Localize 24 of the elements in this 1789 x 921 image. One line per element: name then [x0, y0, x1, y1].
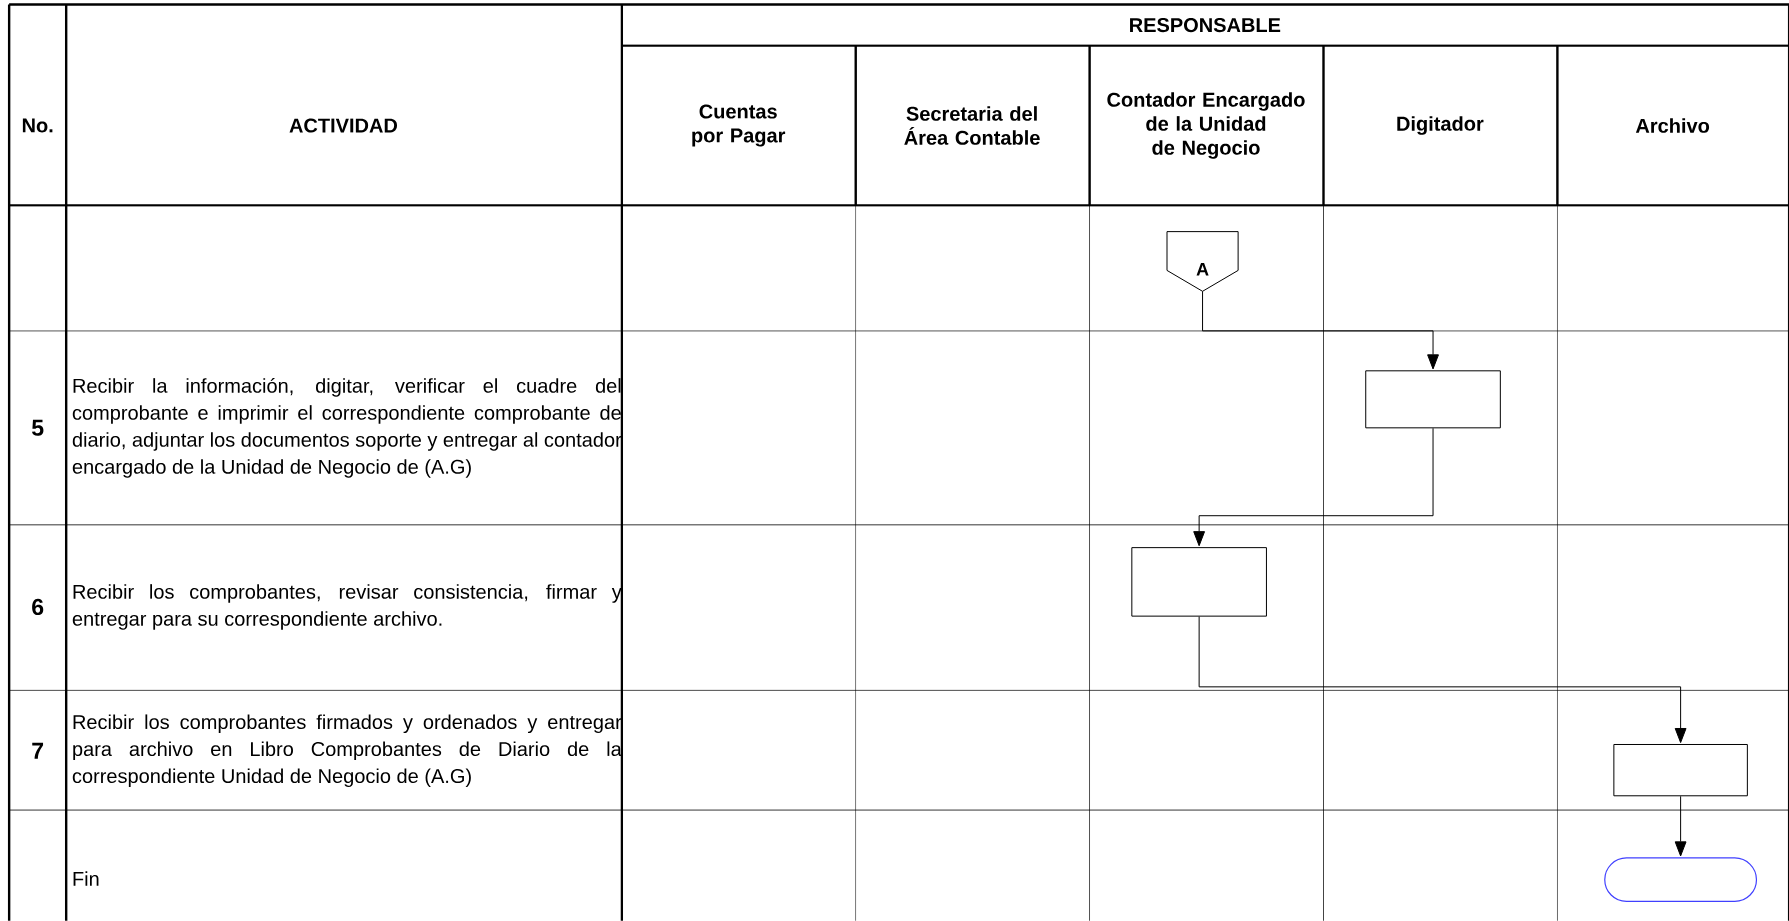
- column-header: RESPONSABLE: [1130, 18, 1281, 33]
- arrow: [1674, 795, 1687, 857]
- column-header: Digitador: [1397, 116, 1484, 135]
- activity-text: Recibir la información, digitar, verificar el cuadre del comprobante e imprimir el correspondiente comprobante de diario, adjuntar los documentos soporte y entregar al contador encargado de la Unidad de Negocio de (A.G): [72, 377, 622, 478]
- column-header: Archivo: [1635, 118, 1710, 133]
- process-box: [1131, 547, 1267, 617]
- process-box: [1613, 744, 1748, 797]
- arrow: [1193, 427, 1434, 547]
- activity-text: Fin: [73, 871, 99, 886]
- column-header: Contador Encargado de la Unidad de Negocio: [1107, 92, 1305, 159]
- column-header: Secretaria del Área Contable: [904, 106, 1040, 145]
- column-header: Cuentas por Pagar: [692, 104, 786, 147]
- arrow: [1198, 616, 1687, 744]
- column-header: ACTIVIDAD: [289, 118, 397, 133]
- arrow: [1202, 290, 1439, 370]
- terminator: [1604, 857, 1758, 902]
- process-box: [1365, 370, 1501, 429]
- activity-text: Recibir los comprobantes, revisar consistencia, firmar y entregar para su correspondiente archivo.: [72, 584, 622, 630]
- row-number: 5: [31, 419, 44, 436]
- row-number: 6: [32, 598, 44, 616]
- row-number: 7: [32, 742, 44, 759]
- off-page-connector: A: [1166, 231, 1239, 292]
- column-header: No.: [22, 118, 53, 133]
- activity-text: Recibir los comprobantes firmados y ordenados y entregar para archivo en Libro Comprobantes de Diario de la correspondiente Unidad de Negocio de (A.G): [72, 714, 622, 788]
